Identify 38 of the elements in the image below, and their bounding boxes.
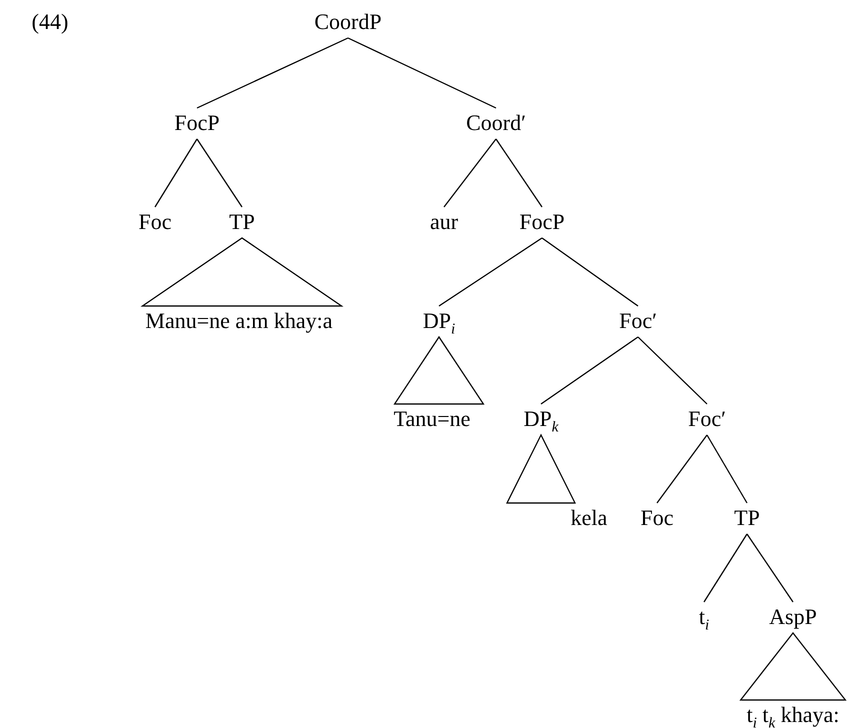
tree-node-label: AspP — [769, 605, 817, 629]
tree-node-label: t$_{i}$ t$_{k}$ khaya: — [746, 703, 840, 727]
tree-node-label: DP$_{k}$ — [524, 407, 558, 431]
branch-line — [438, 238, 542, 306]
tree-node-label: kela — [570, 506, 608, 530]
branch-line — [656, 434, 708, 504]
tree-node-label: Foc′ — [688, 407, 726, 431]
branch-line — [154, 138, 198, 208]
tree-node-label: FocP — [519, 210, 565, 234]
branch-line — [540, 336, 638, 404]
branch-line — [444, 138, 496, 208]
tree-node-label: Foc — [640, 506, 674, 530]
triangle-branch — [393, 336, 485, 405]
tree-node-label: Tanu=ne — [394, 407, 470, 431]
branch-line — [746, 534, 794, 602]
tree-node-label: Coord′ — [466, 111, 526, 135]
branch-line — [496, 138, 542, 208]
branch-line — [704, 534, 748, 602]
tree-node-label: t$_{i}$ — [698, 605, 710, 629]
tree-node-label: CoordP — [314, 10, 382, 34]
tree-node-label: FocP — [174, 111, 220, 135]
triangle-branch — [506, 434, 576, 504]
tree-node-label: Foc — [138, 210, 172, 234]
triangle-branch — [739, 632, 847, 701]
example-number: (44) — [32, 10, 68, 34]
tree-node-label: DP$_{i}$ — [422, 309, 456, 333]
triangle-branch — [140, 237, 344, 307]
branch-line — [638, 336, 708, 404]
tree-node-label: TP — [734, 506, 760, 530]
branch-line — [196, 37, 348, 109]
tree-node-label: TP — [229, 210, 255, 234]
branch-line — [348, 37, 496, 109]
tree-node-label: Manu=ne a:m khay:a — [145, 309, 333, 333]
tree-node-label: aur — [430, 210, 458, 234]
branch-line — [706, 434, 748, 504]
branch-line — [196, 138, 242, 208]
tree-node-label: Foc′ — [619, 309, 657, 333]
branch-line — [542, 238, 638, 306]
